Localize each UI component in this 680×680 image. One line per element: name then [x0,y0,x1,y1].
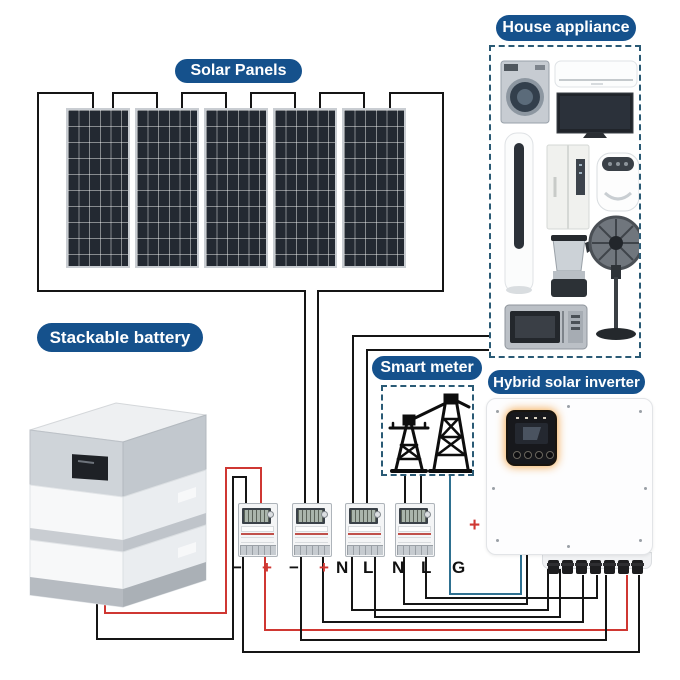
inverter-port-3 [575,560,588,574]
meter3-n-wire [351,545,549,611]
solar-panel-4 [273,108,337,268]
air-fryer-icon [596,152,640,212]
stackable-battery-label: Stackable battery [37,323,203,352]
panel-link-2 [181,92,227,108]
tower-ac-icon [504,132,534,294]
battery-wire-positive [104,467,262,614]
terminal-plus-1: + [262,558,272,577]
pv-wire-left [37,92,306,505]
power-towers-icon [388,393,473,473]
meter2-minus-wire [300,545,607,641]
meter4-n-wire [403,545,528,605]
energy-meter-3 [345,503,385,557]
inverter-port-2 [561,560,574,574]
inverter-button-3 [535,451,543,459]
panel-link-3 [250,92,296,108]
meter1-minus-wire [242,545,640,653]
inverter-display [508,412,555,464]
smart-meter-box [381,385,474,476]
hybrid-inverter-unit [486,398,653,555]
inverter-screen [515,423,548,444]
ground-wire [449,476,522,595]
inverter-port-1 [547,560,560,574]
inverter-port-4 [589,560,602,574]
solar-panel-2 [135,108,199,268]
washing-machine-icon [500,60,550,124]
solar-panels-label: Solar Panels [175,59,302,83]
appliance-feed-1 [352,335,489,505]
meter4-l-wire [425,545,598,599]
house-appliance-box [489,45,644,358]
energy-meter-4 [395,503,435,557]
appliances-image [500,60,644,350]
terminal-minus-1: − [232,558,242,577]
house-appliance-label: House appliance [496,15,636,41]
appliance-feed-2 [366,349,489,505]
air-conditioner-icon [554,60,638,88]
battery-wire-negative [96,476,247,640]
solar-panel-3 [204,108,268,268]
inverter-button-4 [546,451,554,459]
refrigerator-icon [546,144,590,230]
terminal-g: G [452,558,466,577]
terminal-plus-2: + [319,558,329,577]
energy-meter-2 [292,503,332,557]
terminal-minus-2: − [289,558,299,577]
terminal-n-2: N [392,558,405,577]
inverter-port-5 [603,560,616,574]
solar-panel-5 [342,108,406,268]
inverter-button-2 [524,451,532,459]
inverter-button-1 [513,451,521,459]
panel-link-4 [319,92,365,108]
terminal-n-1: N [336,558,349,577]
terminal-l-2: L [421,558,432,577]
solar-panel-1 [66,108,130,268]
microwave-icon [504,304,588,350]
meter1-plus-wire [264,545,628,631]
smart-meter-label: Smart meter [372,356,482,380]
stand-fan-icon [588,215,644,340]
stackable-battery-image [29,402,207,608]
meter3-l-wire [374,545,561,618]
energy-meter-1 [238,503,278,557]
hybrid-inverter-label: Hybrid solar inverter [488,370,645,394]
inverter-port-7 [631,560,644,574]
panel-link-1 [112,92,158,108]
terminal-l-1: L [363,558,374,577]
inverter-battery-plus-marker: + [469,515,481,536]
inverter-port-6 [617,560,630,574]
inverter-status-leds [516,417,548,419]
pv-wire-right [317,92,444,505]
tv-icon [556,92,634,138]
coffee-maker-icon [551,235,599,297]
